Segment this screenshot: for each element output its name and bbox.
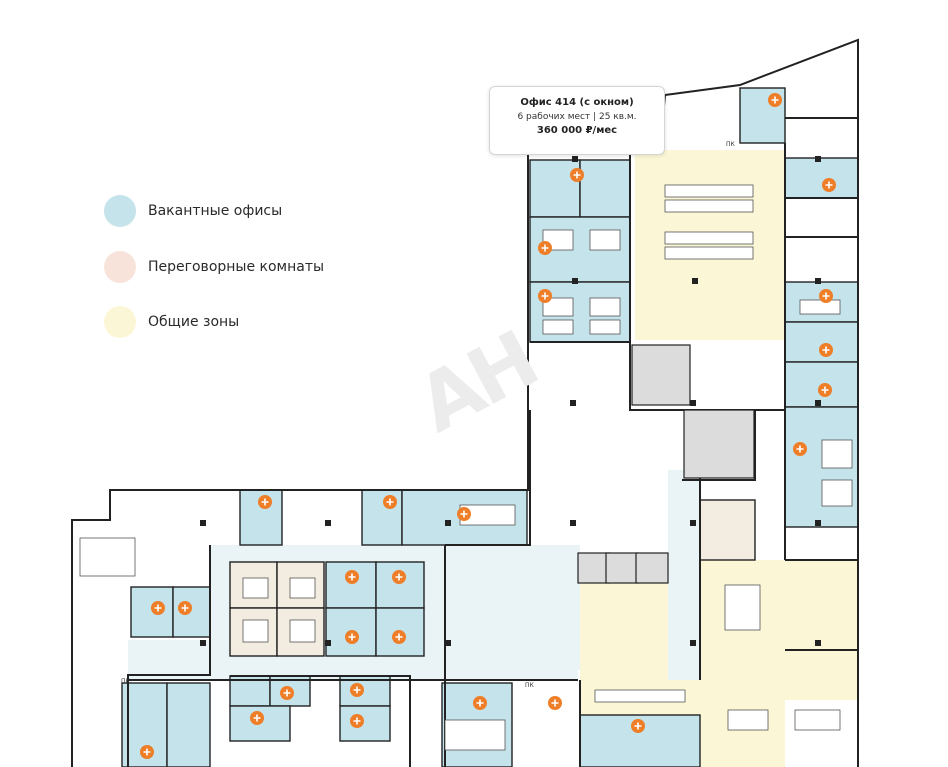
plus-marker-icon[interactable] bbox=[250, 711, 264, 725]
plus-marker-icon[interactable] bbox=[178, 601, 192, 615]
plus-marker-icon[interactable] bbox=[793, 442, 807, 456]
plus-marker-icon[interactable] bbox=[819, 343, 833, 357]
legend-item-common: Общие зоны bbox=[104, 306, 239, 338]
legend-swatch-common bbox=[104, 306, 136, 338]
service-blocks bbox=[577, 344, 755, 584]
plus-marker-icon[interactable] bbox=[768, 93, 782, 107]
legend-item-vacant: Вакантные офисы bbox=[104, 195, 282, 227]
tooltip-title: Офис 414 (с окном) bbox=[520, 97, 634, 108]
vacant-office-markers bbox=[140, 93, 836, 759]
legend-label-common: Общие зоны bbox=[148, 314, 240, 330]
office-tooltip[interactable]: Офис 414 (с окном) 6 рабочих мест | 25 к… bbox=[489, 86, 665, 155]
plus-marker-icon[interactable] bbox=[392, 630, 406, 644]
plus-marker-icon[interactable] bbox=[151, 601, 165, 615]
desk-clusters bbox=[79, 184, 853, 751]
plus-marker-icon[interactable] bbox=[457, 507, 471, 521]
legend-swatch-meeting bbox=[104, 251, 136, 283]
legend-swatch-vacant bbox=[104, 195, 136, 227]
plus-marker-icon[interactable] bbox=[350, 683, 364, 697]
plus-marker-icon[interactable] bbox=[570, 168, 584, 182]
plus-marker-icon[interactable] bbox=[538, 241, 552, 255]
plus-marker-icon[interactable] bbox=[819, 289, 833, 303]
plus-marker-icon[interactable] bbox=[345, 570, 359, 584]
legend-label-meeting: Переговорные комнаты bbox=[148, 259, 325, 275]
plus-marker-icon[interactable] bbox=[280, 686, 294, 700]
plus-marker-icon[interactable] bbox=[392, 570, 406, 584]
tooltip-price: 360 000 ₽/мес bbox=[536, 125, 618, 136]
plus-marker-icon[interactable] bbox=[383, 495, 397, 509]
fire-cabinet-label: ПК bbox=[525, 682, 535, 689]
plus-marker-icon[interactable] bbox=[631, 719, 645, 733]
plus-marker-icon[interactable] bbox=[538, 289, 552, 303]
legend-label-vacant: Вакантные офисы bbox=[148, 203, 283, 219]
fire-cabinet-label: ПК bbox=[121, 678, 131, 685]
plus-marker-icon[interactable] bbox=[822, 178, 836, 192]
tooltip-details: 6 рабочих мест | 25 кв.м. bbox=[517, 112, 637, 122]
plus-marker-icon[interactable] bbox=[548, 696, 562, 710]
plus-marker-icon[interactable] bbox=[473, 696, 487, 710]
legend-item-meeting: Переговорные комнаты bbox=[104, 251, 324, 283]
structural-columns bbox=[200, 156, 821, 646]
fire-cabinet-label: ПК bbox=[726, 141, 736, 148]
plus-marker-icon[interactable] bbox=[345, 630, 359, 644]
plus-marker-icon[interactable] bbox=[350, 714, 364, 728]
plus-marker-icon[interactable] bbox=[818, 383, 832, 397]
plus-marker-icon[interactable] bbox=[140, 745, 154, 759]
plus-marker-icon[interactable] bbox=[258, 495, 272, 509]
